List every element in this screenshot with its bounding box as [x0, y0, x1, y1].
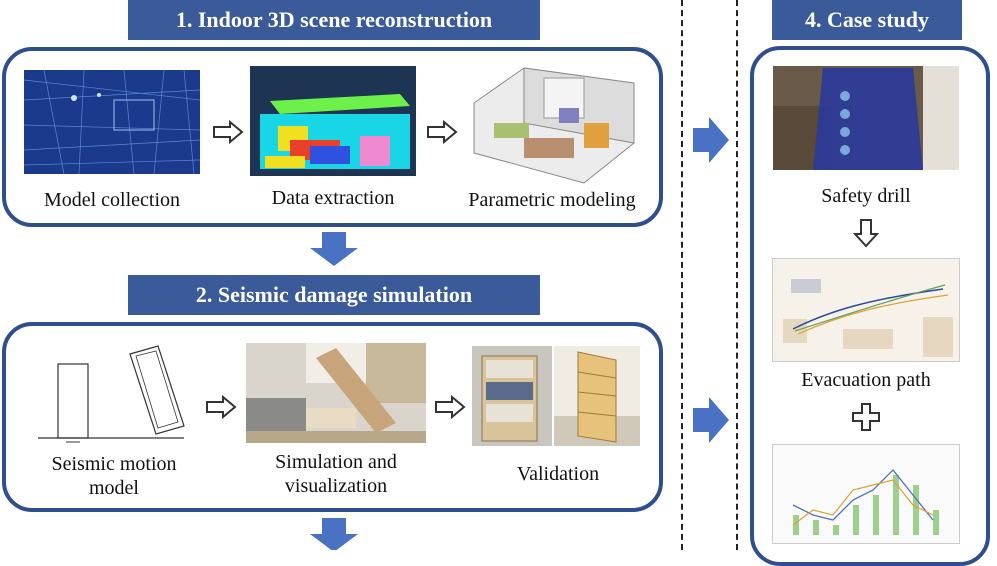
dashed-separator	[736, 0, 738, 550]
outline-right-arrow-icon	[434, 394, 466, 424]
model-collection-image	[24, 70, 200, 174]
validation-render-image	[554, 346, 640, 446]
blue-right-arrow-icon	[691, 395, 731, 450]
outline-right-arrow-icon	[426, 119, 458, 149]
outline-plus-icon	[851, 402, 881, 437]
dashed-separator	[681, 0, 683, 550]
safety-drill-image	[773, 66, 959, 170]
validation-photo-image	[472, 346, 552, 446]
seismic-motion-model-image	[36, 342, 186, 446]
simulation-caption-line1: Simulation and	[275, 451, 397, 473]
validation-caption: Validation	[516, 463, 600, 485]
seismic-motion-caption-line2: model	[89, 477, 139, 499]
statistics-chart-image	[772, 444, 960, 544]
parametric-modeling-caption: Parametric modeling	[468, 189, 636, 211]
evacuation-path-caption: Evacuation path	[801, 369, 931, 391]
evacuation-path-image	[772, 258, 960, 362]
blue-down-arrow-icon	[308, 516, 360, 555]
outline-right-arrow-icon	[205, 394, 237, 424]
data-extraction-caption: Data extraction	[271, 187, 395, 209]
model-collection-caption: Model collection	[43, 189, 181, 211]
outline-down-arrow-icon	[852, 218, 880, 253]
seismic-motion-caption-line1: Seismic motion	[51, 453, 177, 475]
section2-title: 2. Seismic damage simulation	[128, 275, 540, 315]
simulation-caption-line2: visualization	[284, 475, 388, 497]
section1-title: 1. Indoor 3D scene reconstruction	[128, 0, 540, 40]
outline-right-arrow-icon	[212, 119, 244, 149]
parametric-modeling-image	[464, 63, 640, 185]
safety-drill-caption: Safety drill	[821, 185, 911, 207]
data-extraction-image	[250, 66, 416, 176]
simulation-visualization-caption: Simulation and visualization	[234, 450, 438, 498]
blue-right-arrow-icon	[691, 115, 731, 170]
seismic-motion-model-caption: Seismic motion model	[14, 452, 214, 500]
simulation-visualization-image	[246, 343, 426, 443]
section4-title: 4. Case study	[772, 0, 962, 40]
blue-down-arrow-icon	[308, 230, 360, 273]
